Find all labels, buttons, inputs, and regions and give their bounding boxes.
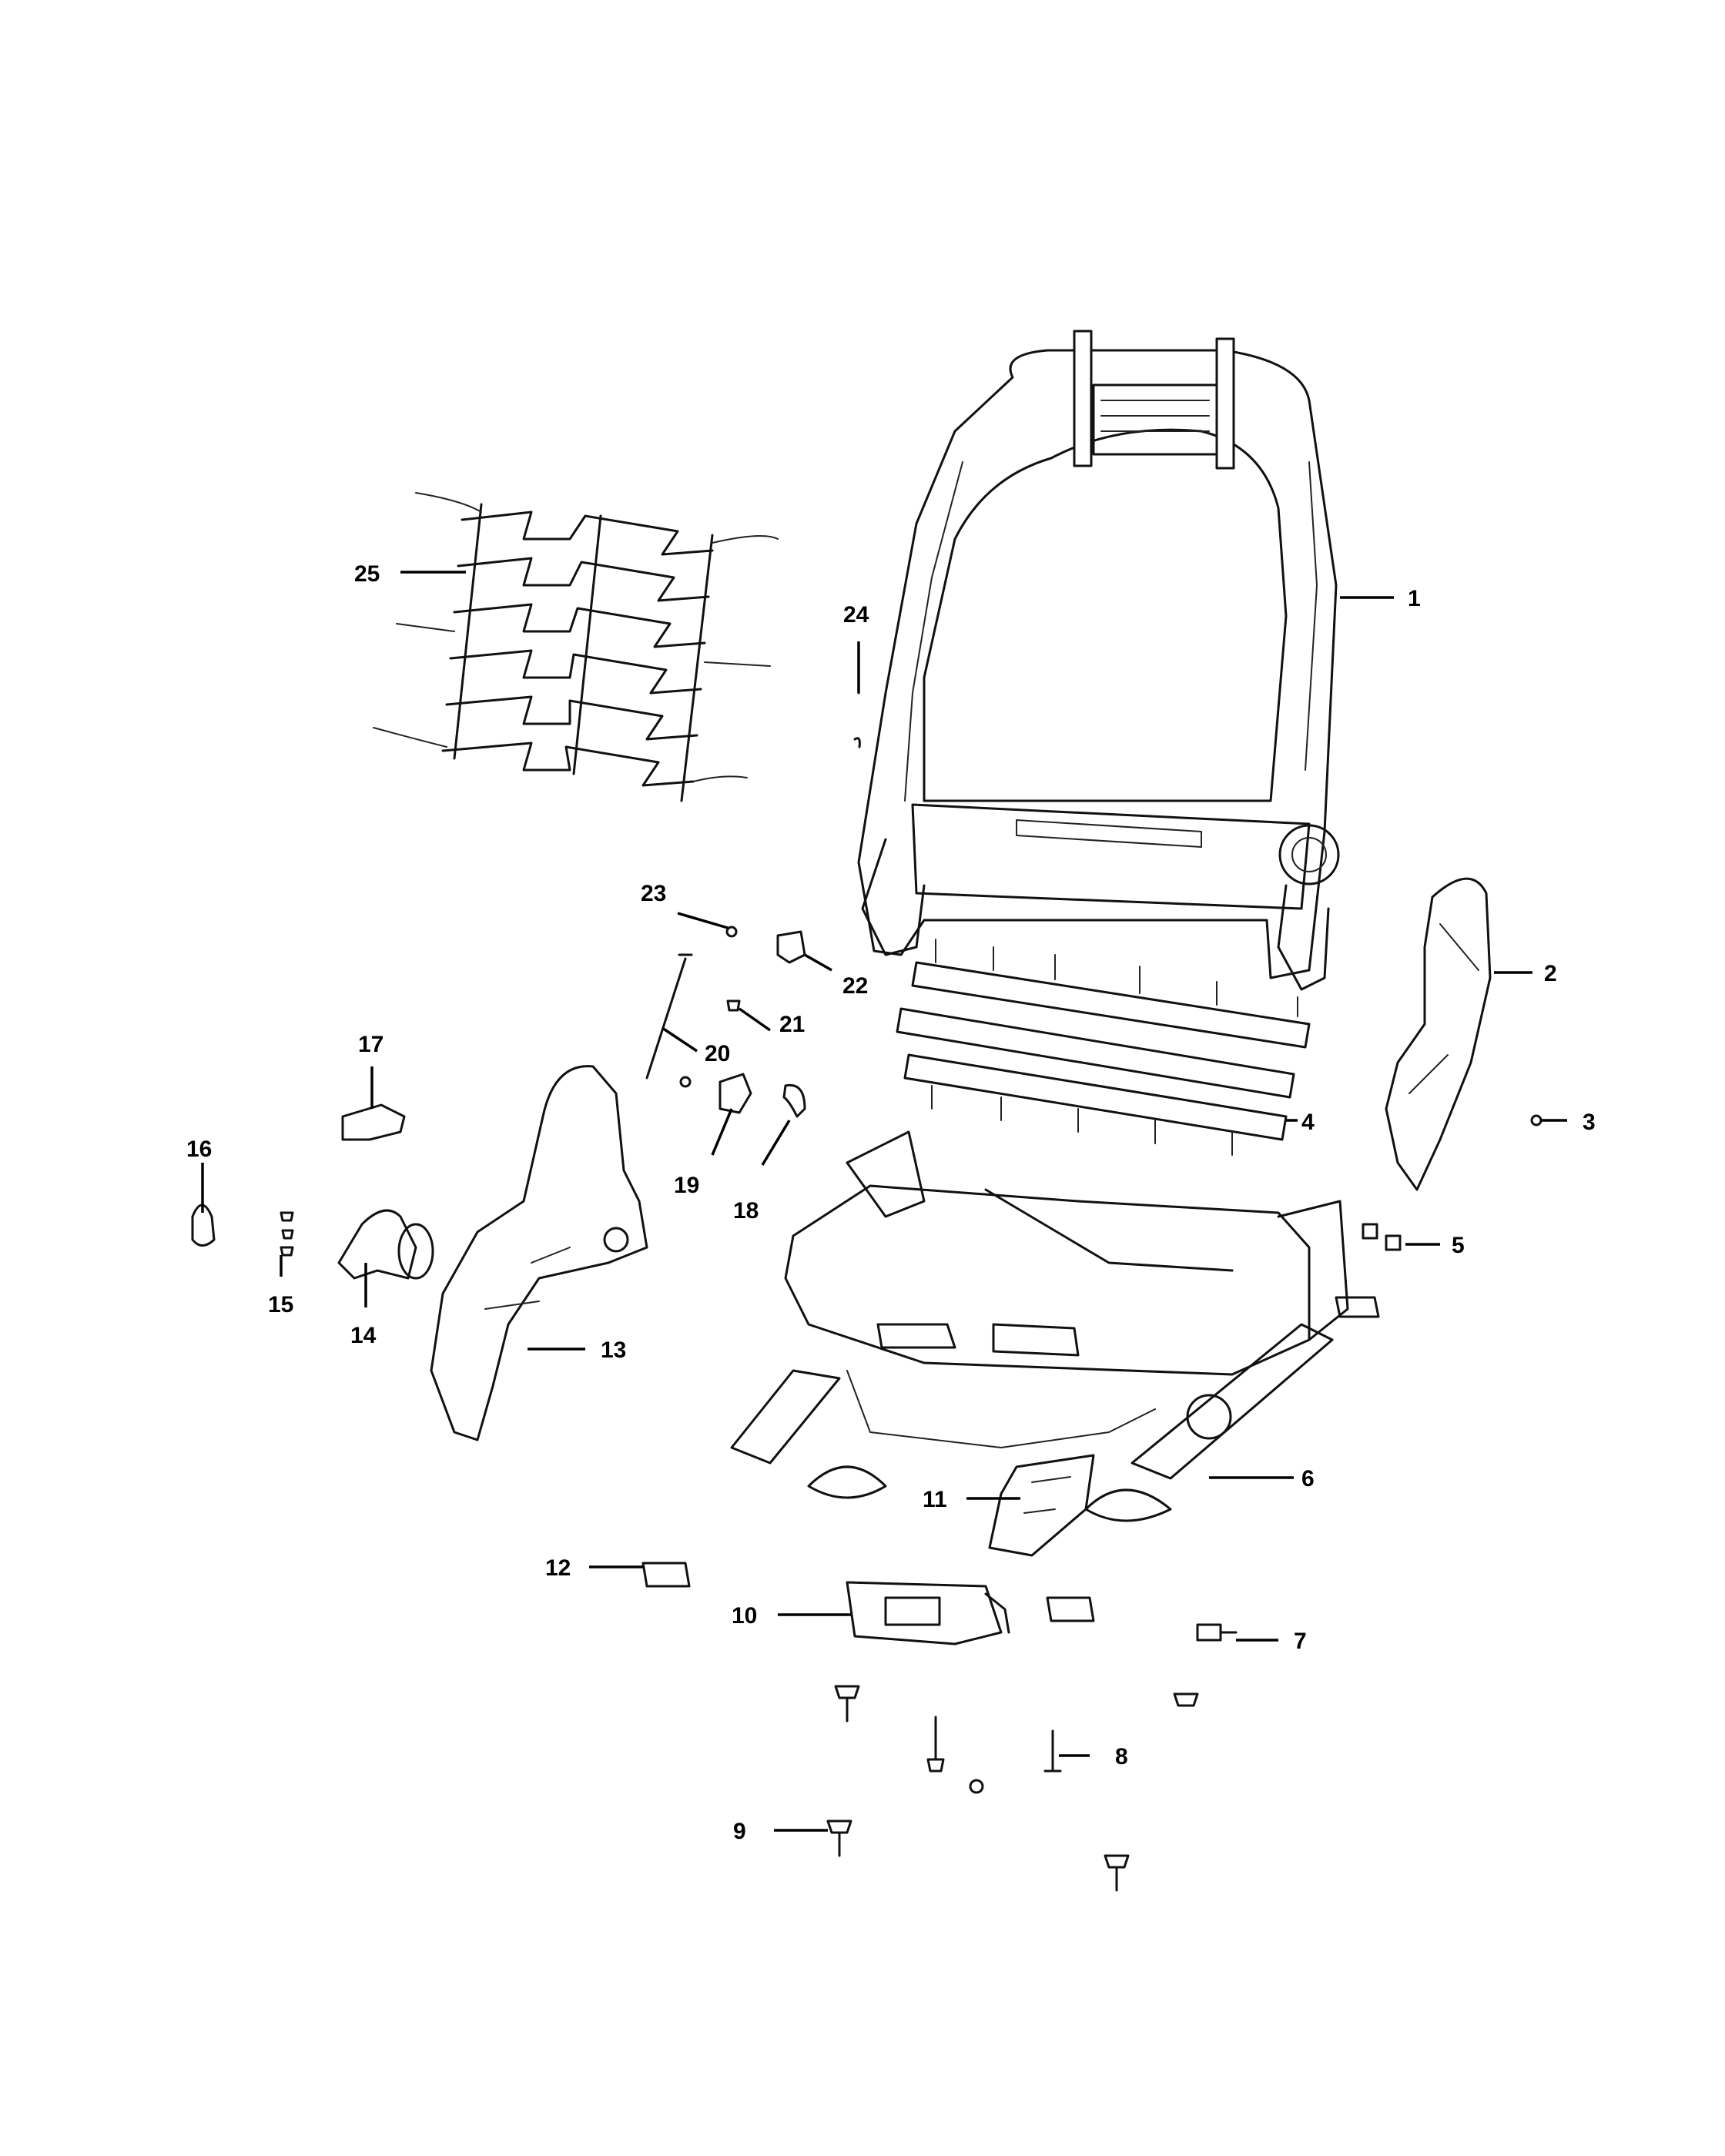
callout-12: 12	[545, 1555, 571, 1581]
bolts-9	[826, 1685, 1199, 1892]
clips-12	[641, 1296, 1380, 1622]
callout-8: 8	[1115, 1744, 1128, 1769]
callout-6: 6	[1301, 1466, 1315, 1491]
side-shield-left	[430, 1065, 648, 1441]
leader-lines	[201, 571, 1567, 1832]
seat-back-frame	[857, 330, 1340, 991]
callout-7: 7	[1294, 1629, 1307, 1654]
callout-14: 14	[350, 1323, 377, 1348]
callout-20: 20	[705, 1041, 730, 1066]
stud-7	[1196, 1623, 1238, 1642]
callout-15: 15	[268, 1292, 293, 1317]
screws-15	[280, 1211, 294, 1257]
callout-9: 9	[733, 1819, 746, 1844]
seat-cushion-frame	[730, 1130, 1349, 1522]
callout-25: 25	[354, 561, 380, 587]
callout-4: 4	[1301, 1110, 1315, 1135]
cap-22	[776, 930, 806, 964]
callout-17: 17	[358, 1032, 384, 1057]
bracket-11	[988, 1454, 1095, 1557]
callout-19: 19	[674, 1173, 699, 1198]
bolts-5	[1362, 1223, 1402, 1251]
callout-23: 23	[641, 881, 666, 906]
callout-11: 11	[923, 1487, 947, 1512]
recliner-handle	[337, 1209, 434, 1280]
knob-16	[191, 1204, 216, 1247]
callouts: 1 2 3 4 5 6 7 8 9 10 11 12 13 14 15 16 1…	[186, 561, 1596, 1844]
callout-16: 16	[186, 1137, 212, 1162]
callout-13: 13	[601, 1337, 626, 1363]
callout-10: 10	[732, 1603, 757, 1629]
callout-18: 18	[733, 1198, 759, 1224]
rod-20	[645, 953, 693, 1080]
callout-5: 5	[1452, 1233, 1465, 1258]
callout-24: 24	[843, 602, 869, 628]
screw-23	[725, 926, 738, 938]
screw-3	[1530, 1114, 1542, 1127]
spring-mat	[373, 492, 779, 802]
callout-21: 21	[779, 1012, 805, 1037]
screw-21	[726, 999, 741, 1012]
latch-19	[679, 1073, 752, 1114]
bracket-10	[846, 1581, 1010, 1645]
rivets-8	[926, 1716, 1062, 1794]
callout-1: 1	[1408, 586, 1421, 611]
bracket-17	[341, 1103, 406, 1141]
side-shield-right	[1385, 877, 1492, 1191]
clip-18	[782, 1083, 806, 1118]
callout-3: 3	[1583, 1110, 1596, 1135]
callout-22: 22	[842, 973, 868, 999]
callout-2: 2	[1544, 961, 1557, 986]
seat-suspension	[896, 939, 1311, 1156]
